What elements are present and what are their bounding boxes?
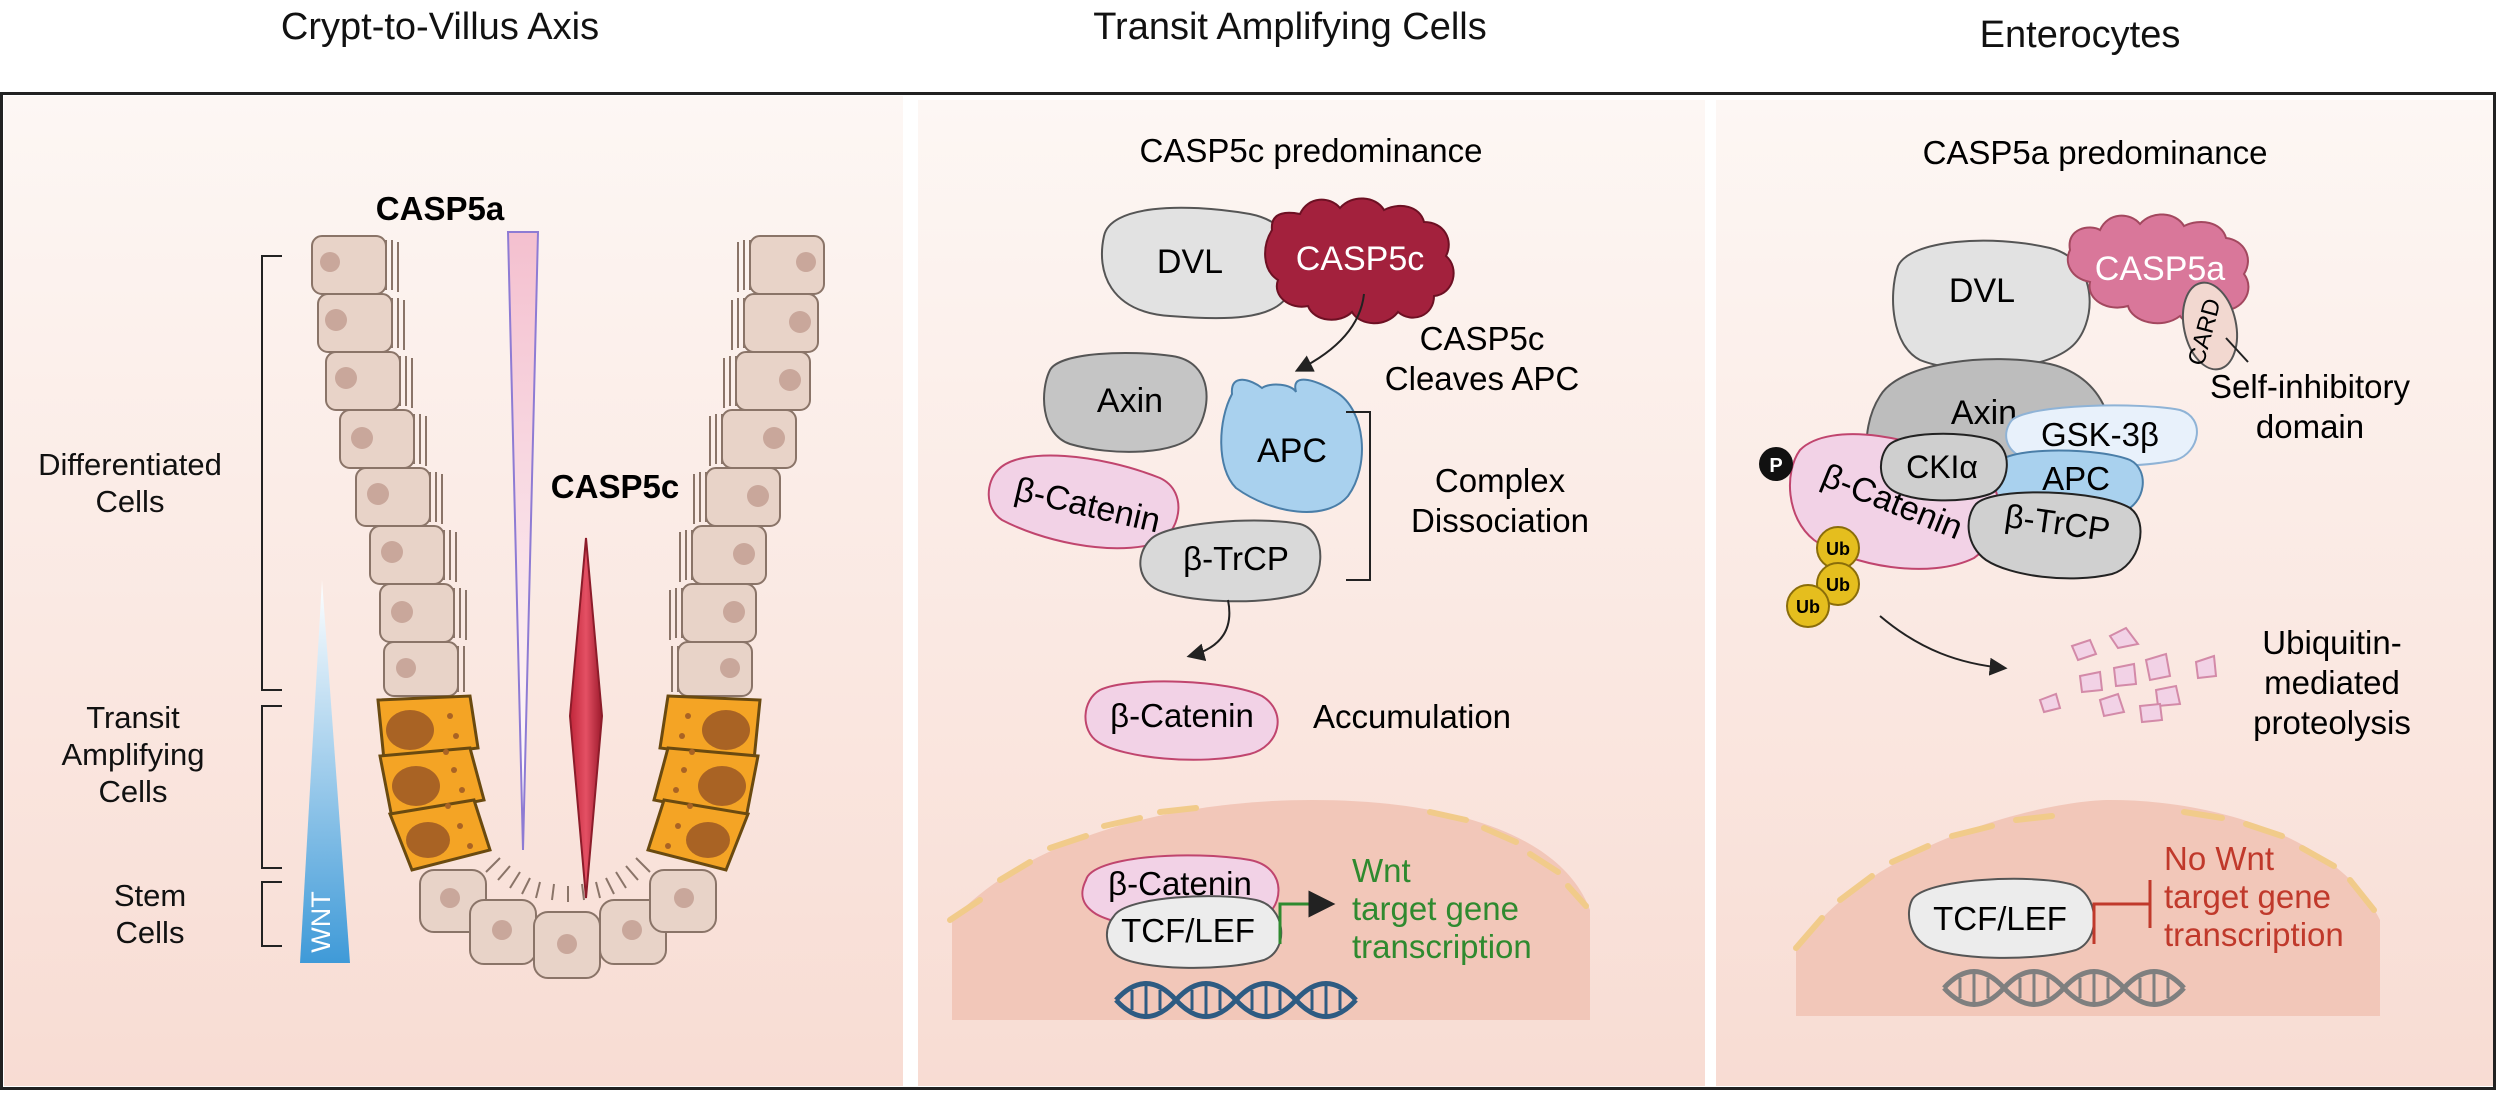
inhibition-bar <box>2092 880 2152 944</box>
proteolysis-arrow <box>1879 615 2008 676</box>
casp5a-label: CASP5a <box>376 190 505 227</box>
accumulated-catenin-protein <box>1084 680 1279 761</box>
casp5a-gradient-wedge <box>506 231 540 851</box>
accumulation-label: Accumulation <box>1313 698 1511 735</box>
ub-label-2: Ub <box>1826 575 1850 595</box>
btrcp-protein-right <box>1967 491 2142 580</box>
right-dna-icon <box>1942 969 2186 1007</box>
wnt-label: WNT <box>306 891 336 952</box>
proteolysis-line1: Ubiquitin- <box>2262 624 2401 661</box>
gsk3b-label: GSK-3β <box>2041 416 2159 453</box>
zone-transit-line1: Transit <box>86 700 180 735</box>
accumulation-arrow <box>1186 599 1231 661</box>
self-inhib-line2: domain <box>2256 408 2364 445</box>
apc-protein <box>1220 378 1363 513</box>
crypt-illustration <box>300 231 825 979</box>
zone-stem-line1: Stem <box>114 878 186 913</box>
self-inhib-line1: Self-inhibitory <box>2210 368 2410 405</box>
ubiquitin-chain <box>1786 526 1860 628</box>
degraded-fragments <box>2038 626 2218 724</box>
right-nuclear-pores <box>1793 809 2377 951</box>
dvl-label-right: DVL <box>1949 272 2015 310</box>
cleave-note-line2: Cleaves APC <box>1385 360 1579 397</box>
proteolysis-line2: mediated <box>2264 664 2400 701</box>
ckia-label: CKIα <box>1906 449 1978 485</box>
apc-label-right: APC <box>2042 460 2110 497</box>
middle-dna-icon <box>1114 981 1358 1019</box>
middle-panel-title: Transit Amplifying Cells <box>1093 6 1487 48</box>
wnt-target-line3: transcription <box>1352 928 1532 965</box>
complex-note-line1: Complex <box>1435 462 1566 499</box>
dvl-protein-right <box>1892 239 2091 371</box>
complex-note-line1: Dissociation <box>1411 502 1589 539</box>
proteolysis-line3: proteolysis <box>2253 704 2411 741</box>
left-panel-title: Crypt-to-Villus Axis <box>280 6 600 48</box>
tcf-lef-protein-right <box>1908 877 2096 959</box>
self-inhib-pointer <box>2225 337 2249 363</box>
transcription-arrow <box>1278 890 1336 944</box>
phosphate-badge <box>1759 447 1793 481</box>
apc-label: APC <box>1257 432 1327 470</box>
zone-differentiated-line1: Differentiated <box>38 447 222 482</box>
tcf-lef-protein <box>1106 895 1283 969</box>
zone-brackets <box>261 255 282 947</box>
dvl-label: DVL <box>1157 243 1223 281</box>
axin-protein <box>1043 351 1208 453</box>
cleave-arrow <box>1294 293 1365 372</box>
right-panel-title: Enterocytes <box>1979 14 2181 56</box>
casp5c-label: CASP5c <box>551 468 679 505</box>
figure-frame <box>0 92 2496 1090</box>
btrcp-label: β-TrCP <box>1183 540 1289 577</box>
right-subtitle: CASP5a predominance <box>1923 134 2268 171</box>
casp5c-protein-label: CASP5c <box>1296 240 1425 278</box>
accumulated-catenin-label: β-Catenin <box>1110 697 1254 734</box>
no-wnt-line3: transcription <box>2164 916 2344 953</box>
complex-bracket <box>1346 411 1371 581</box>
axin-label: Axin <box>1097 382 1163 420</box>
tcf-lef-label-right: TCF/LEF <box>1933 900 2067 937</box>
zone-transit-line2: Amplifying <box>62 737 205 772</box>
tcf-lef-label: TCF/LEF <box>1121 912 1255 949</box>
wnt-target-line1: Wnt <box>1352 852 1411 889</box>
ckia-protein <box>1880 432 2008 502</box>
zone-transit-line3: Cells <box>99 774 168 809</box>
axin-label-right: Axin <box>1951 394 2017 432</box>
ub-label-1: Ub <box>1826 539 1850 559</box>
casp5c-gradient-diamond <box>568 537 604 899</box>
cleave-note-line1: CASP5c <box>1420 320 1545 357</box>
card-domain <box>2181 281 2239 371</box>
phosphate-label: P <box>1769 455 1782 477</box>
middle-subtitle: CASP5c predominance <box>1139 132 1482 169</box>
wnt-gradient-bar <box>300 580 350 963</box>
casp5c-protein <box>1264 197 1455 325</box>
btrcp-protein <box>1139 519 1322 603</box>
middle-nuclear-pores <box>947 805 1589 923</box>
no-wnt-line1: No Wnt <box>2164 840 2274 877</box>
zone-stem-line2: Cells <box>116 915 185 950</box>
wnt-target-line2: target gene <box>1352 890 1519 927</box>
no-wnt-line2: target gene <box>2164 878 2331 915</box>
ub-label-3: Ub <box>1796 597 1820 617</box>
zone-differentiated-line2: Cells <box>96 484 165 519</box>
